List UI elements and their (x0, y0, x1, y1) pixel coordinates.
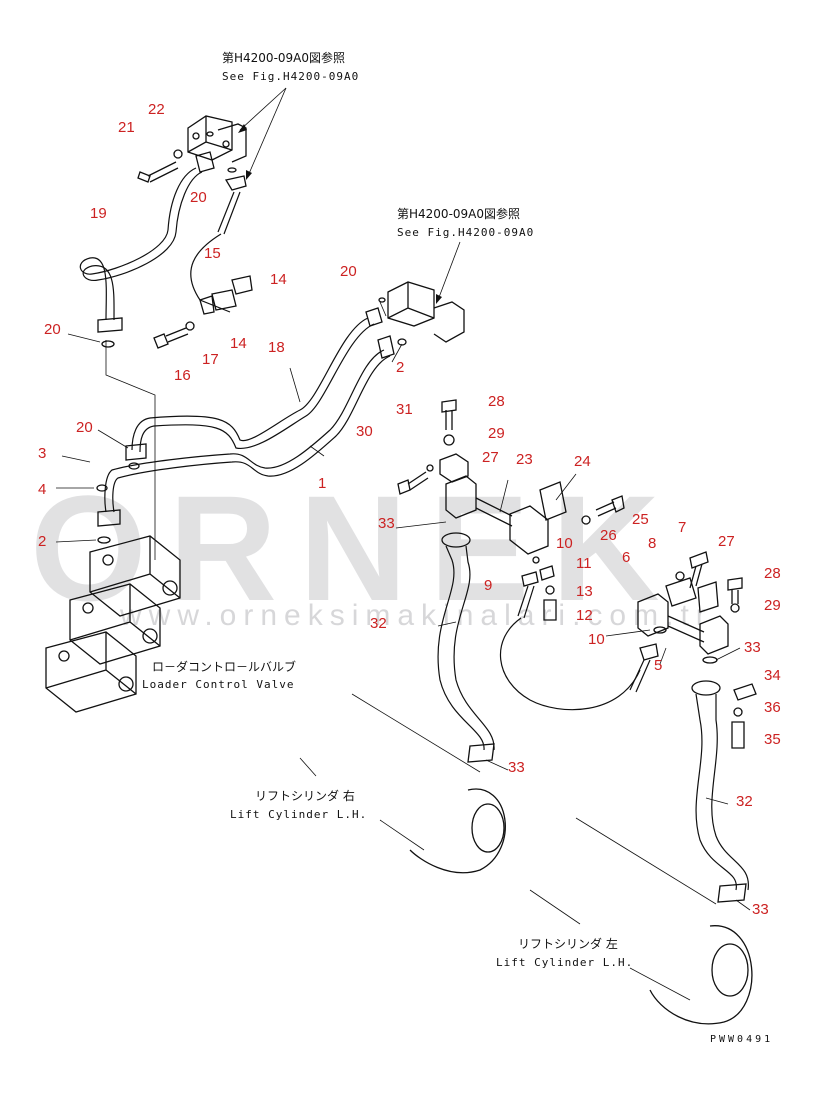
part-number: 28 (488, 393, 505, 410)
reference-top: 第H4200-09A0図参照 See Fig.H4200-09A0 (222, 50, 359, 180)
pipes (97, 317, 391, 560)
part-number: 36 (764, 699, 781, 716)
ref-mid-jp: 第H4200-09A0図参照 (397, 206, 520, 221)
part-number: 32 (370, 615, 387, 632)
part-number: 11 (576, 555, 592, 572)
part-number: 13 (576, 583, 593, 600)
part-number: 33 (508, 759, 525, 776)
part-number: 25 (632, 511, 649, 528)
cyl-rh-en: Lift Cylinder L.H. (230, 808, 367, 821)
part-number: 21 (118, 119, 135, 136)
part-number: 18 (268, 339, 285, 356)
part-number: 33 (744, 639, 761, 656)
part-number: 16 (174, 367, 191, 384)
o-rings (96, 131, 718, 664)
part-number: 31 (396, 401, 413, 418)
part-number: 33 (752, 901, 769, 918)
part-number: 4 (38, 481, 46, 498)
part-number: 2 (396, 359, 404, 376)
part-number: 33 (378, 515, 395, 532)
part-number: 7 (678, 519, 686, 536)
reference-mid: 第H4200-09A0図参照 See Fig.H4200-09A0 (397, 206, 534, 304)
part-number: 34 (764, 667, 781, 684)
part-number: 27 (482, 449, 499, 466)
part-number: 5 (654, 657, 662, 674)
part-number: 35 (764, 731, 781, 748)
part-number: 20 (190, 189, 207, 206)
upper-valve-assembly (79, 115, 253, 349)
ref-top-en: See Fig.H4200-09A0 (222, 70, 359, 83)
watermark-url: www.orneksimakinalari.com.tr (119, 599, 713, 632)
part-number: 9 (484, 577, 492, 594)
part-number: 20 (76, 419, 93, 436)
part-number: 2 (38, 533, 46, 550)
part-number: 14 (230, 335, 247, 352)
ref-top-jp: 第H4200-09A0図参照 (222, 50, 345, 65)
watermark: ORNEK www.orneksimakinalari.com.tr (30, 464, 713, 632)
part-number: 24 (574, 453, 591, 470)
part-number: 22 (148, 101, 165, 118)
part-number: 30 (356, 423, 373, 440)
valve-label-en: Loader Control Valve (142, 678, 294, 691)
part-number: 32 (736, 793, 753, 810)
part-number: 27 (718, 533, 735, 550)
cyl-lh-en: Lift Cylinder L.H. (496, 956, 633, 969)
part-number: 3 (38, 445, 46, 462)
hoses (437, 532, 757, 903)
leader-lines (55, 301, 751, 911)
part-number: 23 (516, 451, 533, 468)
lift-cylinder-right: リフトシリンダ 右 Lift Cylinder L.H. (230, 693, 506, 874)
part-number: 29 (764, 597, 781, 614)
part-number: 10 (588, 631, 605, 648)
part-callouts: 21 22 20 19 15 14 14 17 16 20 20 18 2 20… (38, 101, 781, 918)
ref-mid-en: See Fig.H4200-09A0 (397, 226, 534, 239)
mid-valve-assembly (365, 281, 465, 359)
right-valve-assembly (397, 399, 743, 655)
loader-control-valve: ロ－ダコントロ－ルバルブ Loader Control Valve (45, 535, 296, 713)
part-number: 17 (202, 351, 219, 368)
part-number: 20 (340, 263, 357, 280)
cyl-lh-jp: リフトシリンダ 左 (518, 936, 618, 951)
part-number: 15 (204, 245, 221, 262)
part-number: 28 (764, 565, 781, 582)
part-number: 10 (556, 535, 573, 552)
part-number: 19 (90, 205, 107, 222)
drawing-code: PWW0491 (710, 1034, 773, 1045)
part-number: 6 (622, 549, 630, 566)
part-number: 20 (44, 321, 61, 338)
part-number: 8 (648, 535, 656, 552)
part-number: 29 (488, 425, 505, 442)
part-number: 12 (576, 607, 593, 624)
lift-cylinder-left: リフトシリンダ 左 Lift Cylinder L.H. (496, 817, 753, 1025)
part-number: 14 (270, 271, 287, 288)
part-number: 26 (600, 527, 617, 544)
cyl-rh-jp: リフトシリンダ 右 (255, 788, 355, 803)
valve-label-jp: ロ－ダコントロ－ルバルブ (152, 659, 296, 674)
part-number: 1 (318, 475, 326, 492)
watermark-logo: ORNEK (30, 464, 682, 632)
